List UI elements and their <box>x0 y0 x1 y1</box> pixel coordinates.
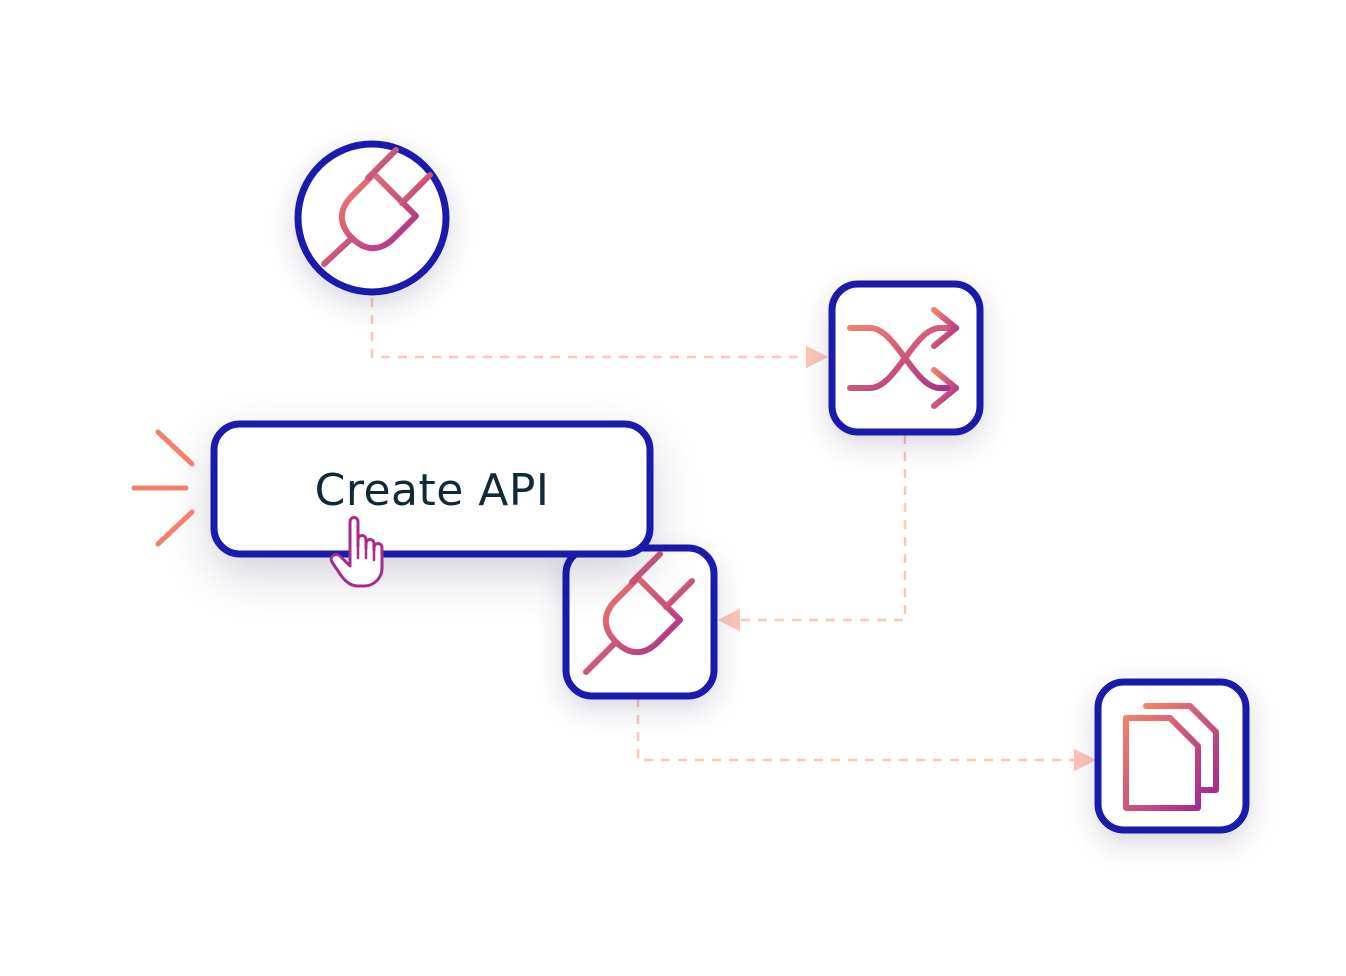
connector-plug-to-shuffle <box>370 298 829 369</box>
click-burst-icon <box>131 429 195 547</box>
create-api-label: Create API <box>315 465 550 516</box>
plug-icon <box>583 551 695 675</box>
connector-plug-to-documents <box>636 698 1097 772</box>
connector-shuffle-to-plug <box>717 435 907 632</box>
create-api-button[interactable] <box>210 420 654 558</box>
connectors <box>370 298 1097 772</box>
node-plug-circle[interactable] <box>294 140 450 296</box>
plug-icon <box>321 147 433 267</box>
hand-cursor-icon <box>329 516 384 588</box>
documents-chart-icon <box>1123 703 1219 811</box>
shuffle-icon <box>847 307 959 409</box>
